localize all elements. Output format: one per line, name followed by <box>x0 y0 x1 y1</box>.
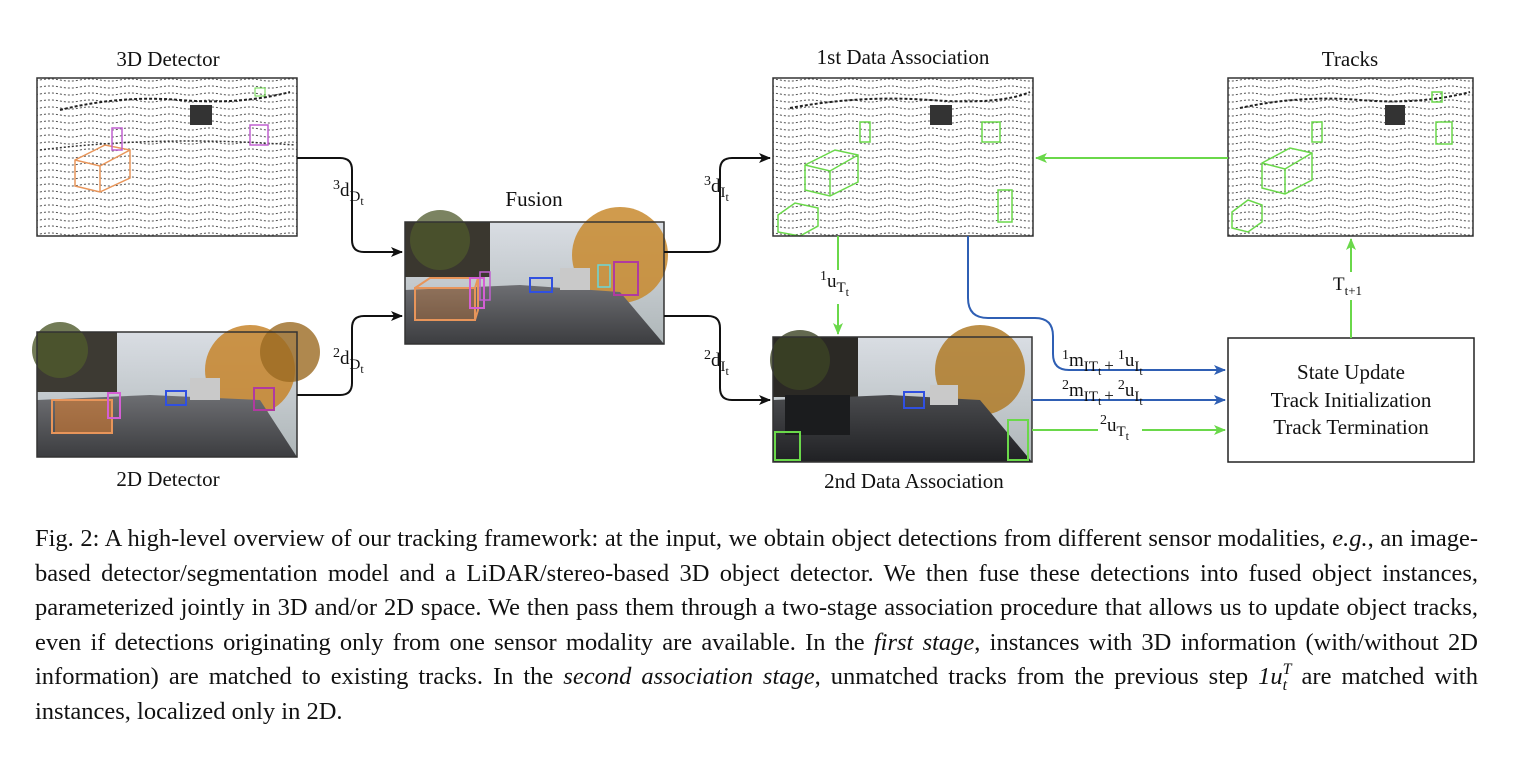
edge-label-t-plus-1: Tt+1 <box>1333 274 1362 298</box>
arrow-3d-to-fusion <box>297 157 403 257</box>
edge-label-2u-tt: 2uTt <box>1100 413 1130 443</box>
arrow-2d-to-fusion <box>297 311 403 396</box>
figure-caption: Fig. 2: A high-level overview of our tra… <box>35 522 1478 729</box>
caption-text-3: , instances with 3D information (with/wi… <box>35 628 1478 691</box>
edge-label-1m-1u: 1mITt+1uIt <box>1062 348 1143 378</box>
assoc2-label: 2nd Data Association <box>824 469 1004 493</box>
arrow-fusion-to-assoc1 <box>664 153 771 253</box>
edge-label-2d-dt: 2dDt <box>333 346 364 376</box>
detector3d-label: 3D Detector <box>116 47 219 71</box>
caption-first-stage: first stage <box>873 628 975 656</box>
caption-text-2: , an image-based detector/segmentation m… <box>35 525 1478 656</box>
assoc1-label: 1st Data Association <box>817 45 990 69</box>
caption-second-stage: second association stage <box>563 663 815 690</box>
tracks-label: Tracks <box>1322 47 1378 71</box>
caption-fig-number: Fig. 2: <box>35 525 100 552</box>
image-2d-detector <box>32 322 320 458</box>
image-assoc2 <box>770 325 1033 463</box>
lidar-image-3d-detector <box>36 77 298 237</box>
lidar-image-assoc1 <box>772 77 1034 237</box>
track-termination-text: Track Termination <box>1273 415 1429 439</box>
caption-text-5: are matched with instances, localized on… <box>35 663 1478 725</box>
edge-label-1u-tt: 1uTt <box>820 269 850 299</box>
framework-diagram: 3D Detector 2D Detector Fusion <box>32 45 1475 493</box>
arrow-assoc1-to-state <box>967 236 1226 375</box>
fusion-image <box>404 207 668 345</box>
track-initialization-text: Track Initialization <box>1271 388 1432 412</box>
state-update-box: State Update Track Initialization Track … <box>1227 337 1475 463</box>
edge-label-3d-it: 3dIt <box>704 174 730 204</box>
state-update-text: State Update <box>1297 360 1405 384</box>
caption-text-4: , unmatched tracks from the previous ste… <box>814 663 1249 690</box>
arrow-fusion-to-assoc2 <box>664 315 771 405</box>
lidar-image-tracks <box>1227 77 1474 237</box>
edge-label-2m-2u: 2mITt+2uIt <box>1062 378 1143 408</box>
caption-eg: e.g. <box>1332 525 1368 552</box>
detector2d-label: 2D Detector <box>116 467 219 491</box>
caption-text-1: A high-level overview of our tracking fr… <box>104 525 1326 552</box>
edge-label-2d-it: 2dIt <box>704 348 730 378</box>
fusion-label: Fusion <box>505 187 563 211</box>
edge-label-3d-dt: 3dDt <box>333 178 364 208</box>
